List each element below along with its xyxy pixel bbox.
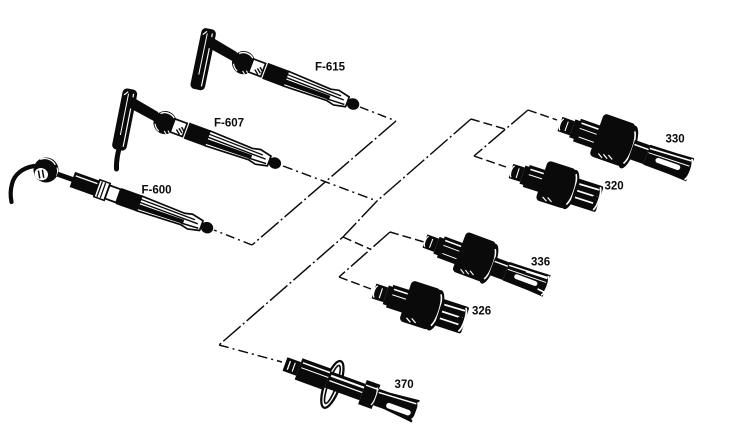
svg-text:336: 336 bbox=[531, 257, 550, 269]
svg-text:330: 330 bbox=[666, 134, 685, 146]
svg-text:F-615: F-615 bbox=[315, 62, 346, 74]
svg-text:326: 326 bbox=[472, 306, 491, 318]
svg-text:320: 320 bbox=[605, 181, 624, 193]
svg-text:F-600: F-600 bbox=[142, 185, 172, 197]
svg-text:F-607: F-607 bbox=[214, 118, 244, 130]
svg-text:370: 370 bbox=[395, 379, 414, 391]
